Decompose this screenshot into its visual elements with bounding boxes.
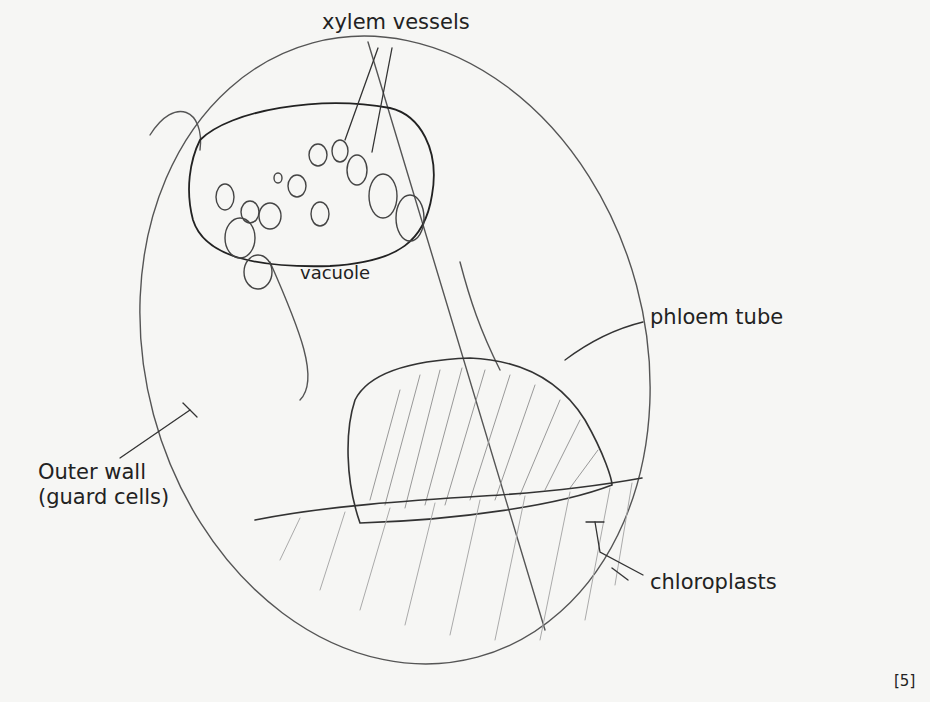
part-label: chloroplasts <box>650 570 777 595</box>
pencil-outline <box>71 0 719 702</box>
diagonal-line <box>368 42 545 630</box>
leader-lines <box>120 48 643 580</box>
phloem-hatching <box>370 368 598 508</box>
inner-curve <box>460 262 500 370</box>
chloroplast-shading <box>280 483 632 640</box>
part-label: xylem vessels <box>322 10 470 35</box>
phloem-region <box>348 358 612 523</box>
part-label: Outer wall (guard cells) <box>38 460 178 510</box>
leader-line <box>565 322 643 360</box>
leader-tick <box>183 403 197 417</box>
leader-line <box>120 410 190 458</box>
xylem-region <box>189 103 434 266</box>
part-label: vacuole <box>300 262 370 284</box>
mark-number: [5] <box>894 672 915 690</box>
inner-curve <box>150 111 201 150</box>
leader-tick <box>612 568 628 580</box>
outer-ellipse <box>71 0 719 702</box>
part-label: phloem tube <box>650 305 783 330</box>
lower-boundary <box>255 478 642 520</box>
leader-line <box>595 522 643 575</box>
leader-tick <box>586 521 604 522</box>
leader-line <box>372 48 392 152</box>
xylem-vessel-circles <box>216 140 424 289</box>
leader-line <box>345 48 378 140</box>
